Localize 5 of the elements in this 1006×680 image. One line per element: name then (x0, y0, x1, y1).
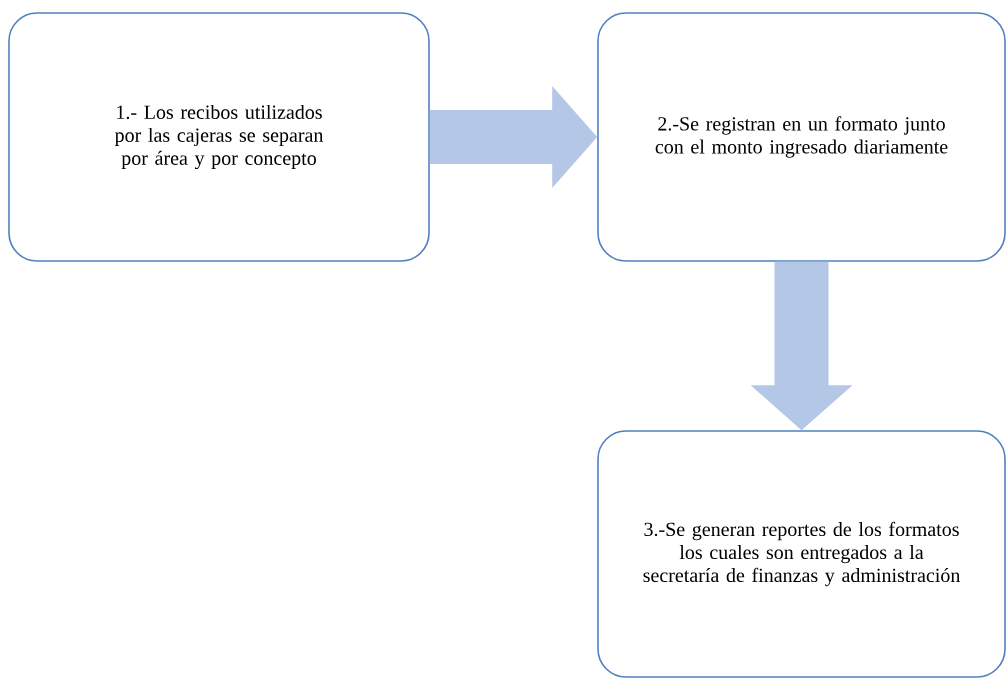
block-arrow (429, 86, 598, 188)
process-box: 1.- Los recibos utilizados por las cajeras se separan por área y por concepto (8, 12, 430, 262)
block-arrow (750, 261, 853, 431)
process-box: 2.-Se registran en un formato junto con el monto ingresado diariamente (597, 12, 1006, 262)
process-box: 3.-Se generan reportes de los formatos los cuales son entregados a la secretaría de finanzas y administración (597, 430, 1006, 678)
